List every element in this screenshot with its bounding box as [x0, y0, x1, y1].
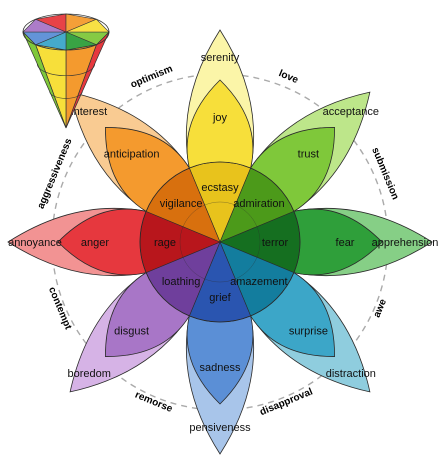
- petal-surprise-middle: [250, 272, 335, 357]
- petal-anger-middle: [57, 208, 147, 276]
- cone-band: [36, 63, 96, 77]
- label-trust-middle: trust: [298, 149, 319, 161]
- label-surprise-inner: amazement: [230, 276, 287, 288]
- label-disgust-outer: boredom: [67, 368, 110, 380]
- label-anticipation-outer: interest: [71, 106, 107, 118]
- label-sadness-inner: grief: [209, 292, 231, 304]
- inner-ring-outline: [139, 161, 301, 323]
- label-sadness-outer: pensiveness: [189, 422, 251, 434]
- label-fear-outer: apprehension: [372, 237, 438, 249]
- dyad-contempt: contempt: [46, 286, 74, 332]
- label-anticipation-middle: anticipation: [104, 149, 160, 161]
- label-disgust-inner: loathing: [162, 276, 201, 288]
- label-anger-middle: anger: [81, 237, 109, 249]
- cone-top-face: [65, 18, 110, 33]
- label-disgust-middle: disgust: [114, 325, 149, 337]
- petal-joy-middle: [186, 79, 254, 169]
- dyad-remorse: remorse: [133, 390, 174, 415]
- labels-group: serenity joy ecstasy acceptance trust admirat…: [8, 52, 438, 434]
- dyad-love: love: [277, 68, 300, 86]
- inner-ring-core: [179, 201, 261, 283]
- dyad-awe: awe: [372, 297, 390, 319]
- label-anger-outer: annoyance: [8, 237, 62, 249]
- label-joy-outer: serenity: [201, 52, 240, 64]
- petal-trust-middle: [250, 127, 335, 212]
- petal-sadness-middle: [186, 315, 254, 405]
- dyad-optimism: optimism: [129, 63, 174, 90]
- label-anger-inner: rage: [154, 237, 176, 249]
- label-trust-inner: admiration: [233, 198, 284, 210]
- petal-disgust-middle: [105, 272, 190, 357]
- petal-fear-middle: [293, 208, 383, 276]
- dyad-aggressiveness: aggressiveness: [36, 137, 75, 211]
- cone-band: [49, 91, 83, 99]
- cone-rim: [22, 13, 110, 51]
- label-anticipation-inner: vigilance: [160, 198, 203, 210]
- label-joy-inner: ecstasy: [201, 182, 239, 194]
- emotion-cone-icon: [22, 13, 110, 129]
- label-joy-middle: joy: [212, 112, 228, 124]
- label-fear-middle: fear: [336, 237, 355, 249]
- label-surprise-outer: distraction: [326, 368, 376, 380]
- inner-ring-group: [139, 161, 301, 323]
- label-sadness-middle: sadness: [200, 362, 241, 374]
- label-fear-inner: terror: [262, 237, 289, 249]
- petals-group: [7, 29, 433, 455]
- label-trust-outer: acceptance: [323, 106, 379, 118]
- label-surprise-middle: surprise: [289, 325, 328, 337]
- dyad-disapproval: disapproval: [258, 386, 314, 418]
- petal-anticipation-middle: [105, 127, 190, 212]
